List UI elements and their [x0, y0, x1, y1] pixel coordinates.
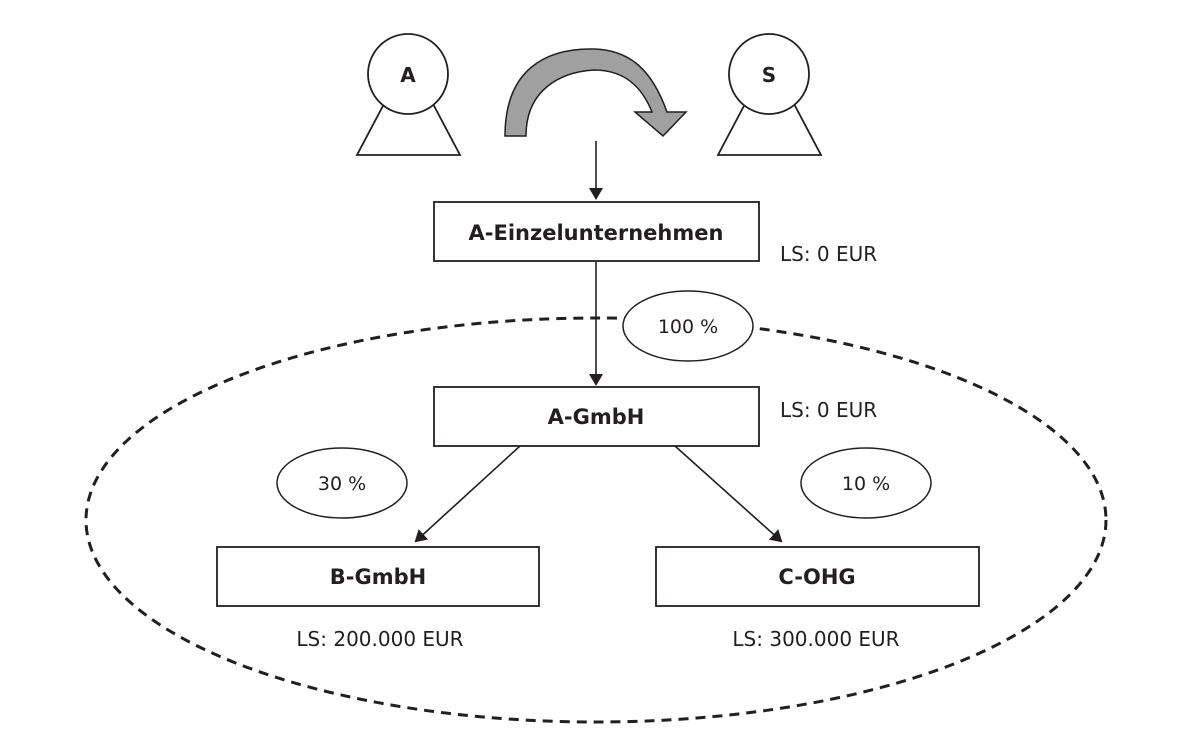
person-s: S [716, 33, 823, 156]
b-gmbh-label: B-GmbH [330, 565, 426, 589]
transfer-arrow-icon [504, 48, 688, 138]
einzelunternehmen-box [433, 201, 760, 262]
share-30-label: 30 % [318, 473, 366, 495]
einzelunternehmen-label: A-Einzelunternehmen [469, 221, 724, 245]
a-gmbh-box [433, 386, 760, 447]
a-gmbh-label: A-GmbH [548, 405, 645, 429]
share-100-label: 100 % [658, 316, 718, 338]
share-30-badge [276, 447, 408, 519]
c-ohg-label: C-OHG [778, 565, 855, 589]
a-gmbh-ls: LS: 0 EUR [780, 398, 877, 422]
person-a-label: A [400, 63, 416, 87]
c-ohg-ls: LS: 300.000 EUR [732, 627, 899, 651]
b-gmbh-box [216, 546, 540, 607]
share-10-badge [800, 447, 932, 519]
person-a: A [355, 33, 462, 156]
share-10-label: 10 % [842, 473, 890, 495]
person-s-head [728, 33, 810, 115]
arrow-to-b-gmbh [414, 445, 521, 543]
c-ohg-box [655, 546, 980, 607]
share-100-badge [622, 290, 754, 362]
arrow-to-c-ohg [674, 445, 783, 543]
person-a-head [367, 33, 449, 115]
person-s-label: S [762, 63, 776, 87]
b-gmbh-ls: LS: 200.000 EUR [296, 627, 463, 651]
einzelunternehmen-ls: LS: 0 EUR [780, 242, 877, 266]
